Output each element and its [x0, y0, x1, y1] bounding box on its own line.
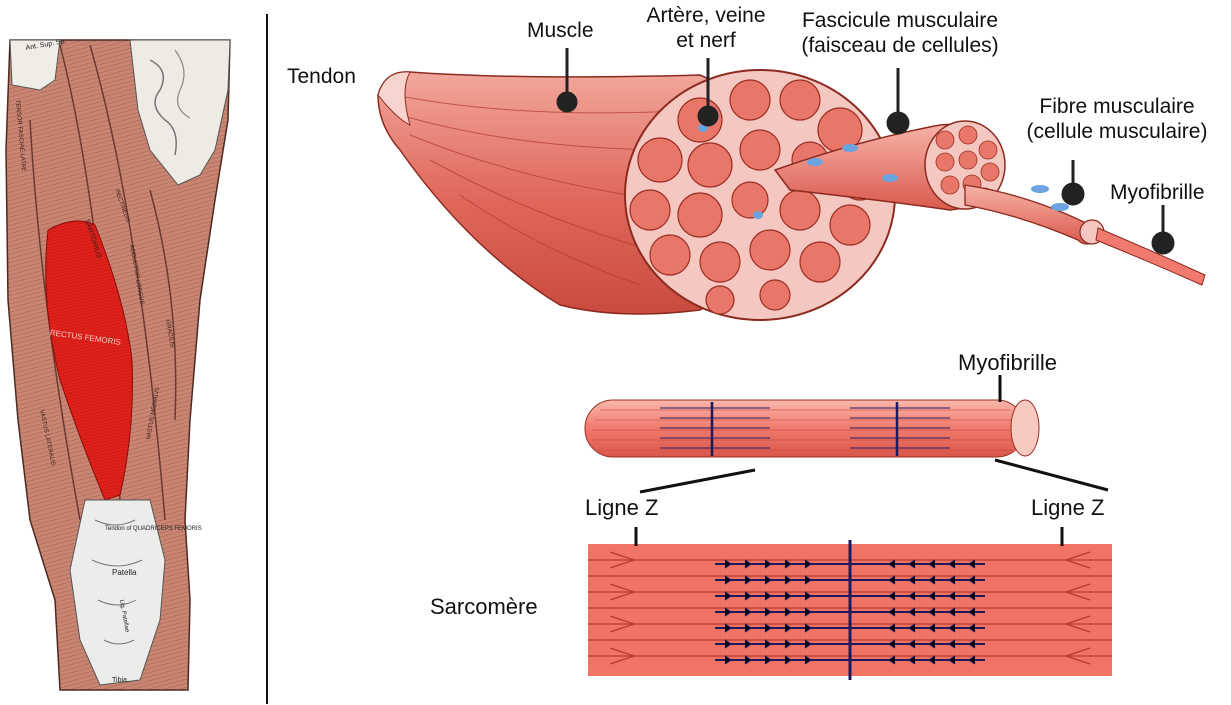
label-patella: Patella	[112, 568, 137, 577]
myofibril-tube	[585, 400, 1025, 457]
label-sarcomere: Sarcomère	[430, 594, 538, 620]
thigh-anatomy-illustration: RECTUS FEMORIS SARTORIUS PECTINEUS ADDUC…	[0, 0, 240, 705]
label-fascicle-line-2: (faisceau de cellules)	[780, 33, 1020, 58]
sarcomere-diagram	[420, 370, 1231, 705]
label-artery-line-1: Artère, veine	[636, 3, 776, 28]
label-tibia: Tibia	[112, 677, 127, 684]
label-fiber-line-2: (cellule musculaire)	[1008, 119, 1226, 144]
label-tendon: Tendon	[287, 64, 356, 89]
panel-divider	[266, 14, 268, 704]
label-muscle: Muscle	[527, 18, 594, 43]
label-myofibril-top: Myofibrille	[1110, 180, 1205, 205]
label-muscle-fiber: Fibre musculaire (cellule musculaire)	[1008, 94, 1226, 144]
label-fascicle: Fascicule musculaire (faisceau de cellul…	[780, 8, 1020, 58]
label-z-line-left: Ligne Z	[585, 495, 658, 521]
label-z-line-right: Ligne Z	[1031, 495, 1104, 521]
label-fascicle-line-1: Fascicule musculaire	[780, 8, 1020, 33]
myofibril-strand	[1096, 228, 1205, 285]
label-artery-line-2: et nerf	[636, 28, 776, 53]
label-tendon-quadriceps: Tendon of QUADRICEPS FEMORIS	[105, 526, 202, 532]
label-fiber-line-1: Fibre musculaire	[1008, 94, 1226, 119]
label-artery-vein-nerve: Artère, veine et nerf	[636, 3, 776, 53]
label-myofibril-bottom: Myofibrille	[958, 350, 1057, 376]
